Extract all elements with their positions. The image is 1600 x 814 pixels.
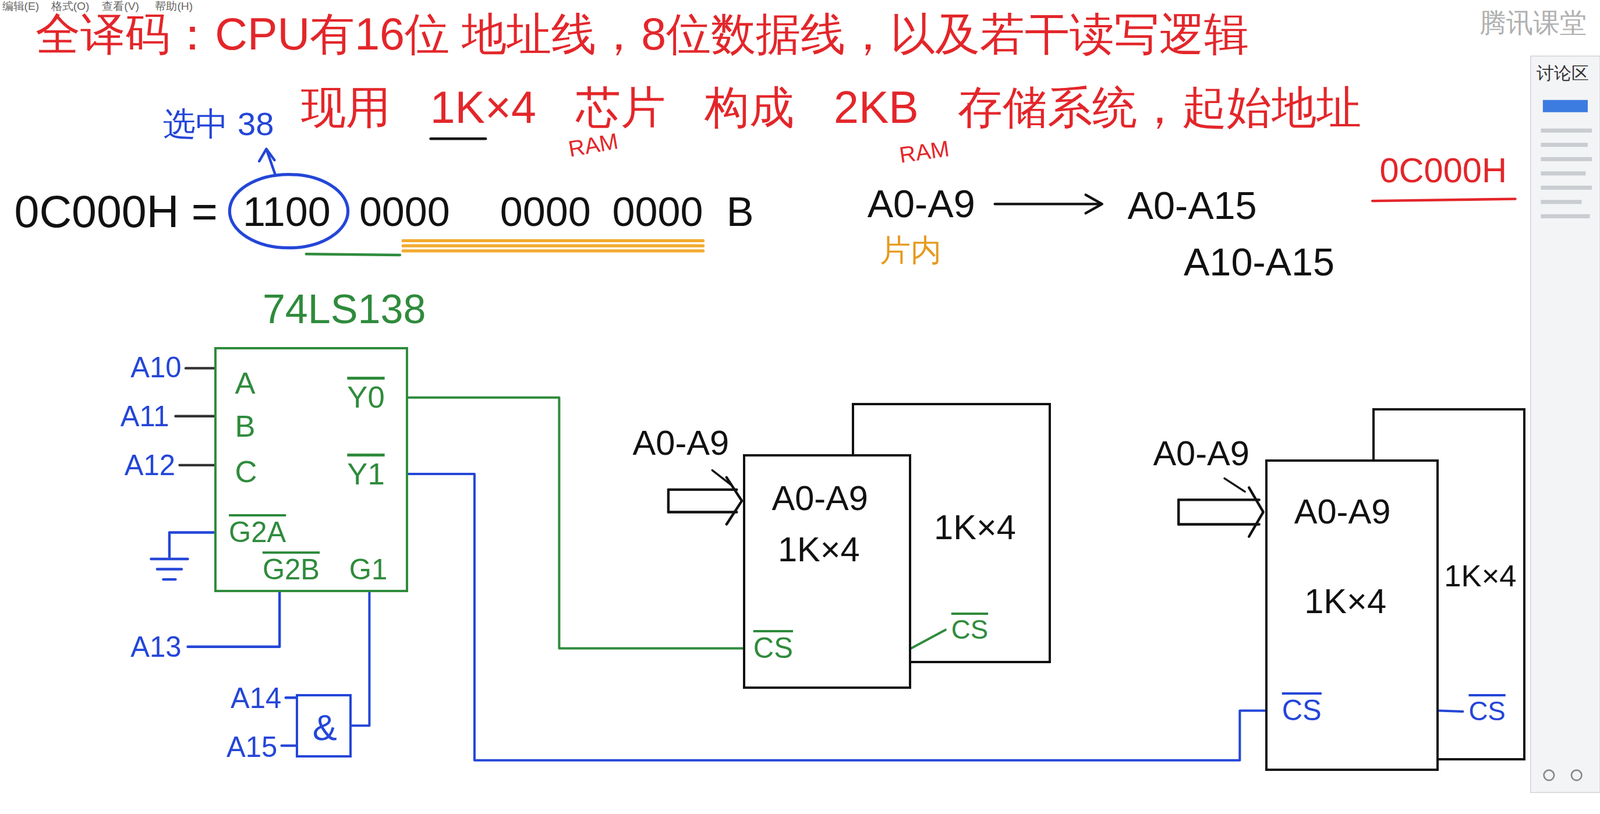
bit-highlight <box>402 249 703 253</box>
ground-symbol <box>150 557 188 561</box>
gate-symbol: & <box>312 706 338 749</box>
memory-chip: A0-A9 1K×4CS <box>1265 459 1439 771</box>
pin-label: CS <box>753 631 794 665</box>
binary-suffix: B <box>726 188 755 236</box>
and-gate: & <box>295 694 352 758</box>
wire <box>1438 710 1463 711</box>
leader-line <box>1224 478 1245 492</box>
map-arrow <box>995 202 1101 205</box>
ground-symbol <box>157 567 182 571</box>
annotation: 选中 38 <box>163 105 274 143</box>
decoder-chip: 74LS138ABCY0Y1G2AG2BG1 <box>214 347 409 593</box>
pin-label: A <box>235 365 256 401</box>
address-line-label: A14 <box>230 681 282 715</box>
address-bus <box>1178 522 1259 526</box>
bus-label: A0-A9 <box>1152 433 1250 474</box>
problem-text: 现用 1K×4 芯片 构成 2KB 存储系统，起始地址 <box>301 81 1362 134</box>
pin-label: G1 <box>349 553 388 586</box>
address-range: A0-A15 <box>1127 183 1258 229</box>
memory-chip: A0-A9 1K×4CS <box>742 454 912 689</box>
bit-highlight <box>402 244 703 248</box>
binary-group: 0000 <box>612 188 704 236</box>
address-line-label: A10 <box>130 351 182 384</box>
chip-internal-note: 片内 <box>879 232 942 268</box>
pin-label: CS <box>1468 696 1506 727</box>
underline <box>430 137 487 140</box>
pin-label: B <box>235 408 256 444</box>
chip-size: 1K×4 <box>1304 581 1387 622</box>
chip-name: 74LS138 <box>262 285 427 334</box>
ground-wire <box>169 532 215 557</box>
address-range: A0-A9 <box>867 181 976 227</box>
pin-label: CS <box>1282 694 1322 727</box>
wire <box>351 592 370 726</box>
binary-group: 0000 <box>359 188 451 236</box>
leader-line <box>712 470 731 486</box>
enable-wire <box>187 591 280 647</box>
ram-note: RAM <box>566 128 621 163</box>
panel-line <box>1540 185 1592 190</box>
address-line-label: A11 <box>120 400 170 433</box>
wire <box>408 397 743 649</box>
address-bus <box>1178 498 1259 501</box>
menu-item: 编辑(E) <box>2 0 40 13</box>
bit-highlight <box>402 239 703 243</box>
arrow-head <box>1248 487 1264 537</box>
panel-line <box>1540 199 1582 204</box>
panel-icon <box>1571 770 1582 781</box>
ground-symbol <box>163 578 176 581</box>
wire <box>911 629 946 649</box>
address-bus <box>668 488 737 491</box>
chip-size: 1K×4 <box>933 507 1017 548</box>
address-bus <box>1177 499 1180 525</box>
address-line-label: A12 <box>124 448 176 482</box>
pin-label: G2A <box>228 515 286 549</box>
panel-line <box>1540 142 1588 147</box>
pin-label: Y1 <box>347 456 385 492</box>
start-address: 0C000H <box>1379 150 1507 191</box>
panel-line <box>1540 171 1586 176</box>
chip-size: 1K×4 <box>777 529 860 571</box>
bus-label: A0-A9 <box>632 423 730 464</box>
panel-line <box>1540 128 1592 133</box>
problem-text: 全译码：CPU有16位 地址线，8位数据线，以及若干读写逻辑 <box>35 8 1249 60</box>
pin-label: Y0 <box>347 379 385 415</box>
gate-input <box>285 696 297 699</box>
ram-note: RAM <box>897 135 951 169</box>
panel-icon <box>1544 770 1555 781</box>
panel-title: 讨论区 <box>1536 63 1589 84</box>
arrow-head <box>1085 195 1103 214</box>
panel-line <box>1540 214 1590 219</box>
bit-underline <box>306 253 400 256</box>
pin-label: A0-A9 <box>771 478 869 519</box>
pin-label: A0-A9 <box>1294 491 1391 533</box>
address-range: A10-A15 <box>1183 239 1335 285</box>
binary-group: 0000 <box>500 188 591 236</box>
address-bus <box>667 489 670 513</box>
arrow-head <box>259 149 275 162</box>
pin-label: C <box>235 454 258 490</box>
pin-label: G2B <box>262 553 320 586</box>
pin-label: CS <box>951 614 989 646</box>
bit-circle <box>229 174 348 249</box>
panel-line <box>1540 157 1592 162</box>
address-value: 0C000H = <box>14 185 218 238</box>
address-line-label: A15 <box>226 730 278 764</box>
address-bus <box>668 510 737 513</box>
binary-group: 1100 <box>242 188 331 236</box>
panel-badge <box>1542 100 1588 113</box>
address-line-label: A13 <box>130 630 182 664</box>
side-panel <box>1530 55 1600 793</box>
input-wire <box>185 366 215 370</box>
underline <box>1372 199 1515 202</box>
input-wire <box>179 464 215 467</box>
watermark: 腾讯课堂 <box>1479 8 1587 39</box>
input-wire <box>175 415 215 418</box>
chip-size: 1K×4 <box>1443 558 1517 594</box>
gate-input <box>281 744 297 747</box>
